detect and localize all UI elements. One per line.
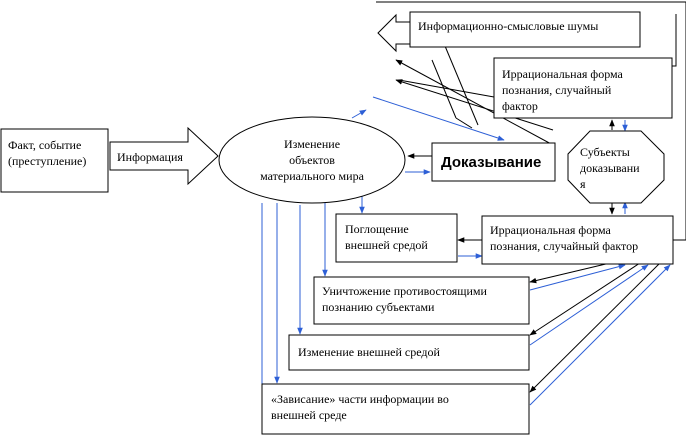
destruction-line-1: Уничтожение противостоящими [322, 284, 488, 298]
subjects-line-1: Субъекты [580, 145, 630, 159]
destruction-box: Уничтожение противостоящими познанию суб… [313, 276, 530, 325]
connector-blue-to-proving [372, 96, 505, 141]
material-change-ellipse: Изменение объектов материального мира [218, 116, 406, 204]
connector-noise-cross-3 [455, 117, 473, 129]
proving-box: Доказывание [431, 142, 556, 182]
hanging-box: «Зависание» части информации во внешней … [261, 383, 530, 435]
connector-hanging-to-irr [529, 264, 671, 406]
material-change-line-2: объектов [289, 153, 335, 167]
noise-box: Информационно-смысловые шумы [377, 11, 641, 53]
hanging-line-2: внешней среде [271, 408, 347, 422]
material-change-line-1: Изменение [284, 137, 340, 151]
information-arrow: Информация [109, 126, 219, 186]
fact-box-line-1: Факт, событие [8, 138, 81, 152]
connector-destruction-to-irr [529, 263, 626, 291]
connector-subjects-to-noise-2 [395, 79, 554, 131]
information-arrow-label: Информация [117, 150, 183, 164]
absorption-line-2: внешней средой [345, 238, 428, 252]
hanging-line-1: «Зависание» части информации во [271, 392, 449, 406]
connector-env-to-irr [529, 264, 649, 346]
connector-irr-to-destruction [529, 262, 611, 284]
subjects-line-3: я [580, 177, 586, 191]
connector-material-to-noise [351, 109, 367, 119]
connector-noise-cross-1 [431, 59, 457, 119]
subjects-line-2: доказывани [580, 161, 640, 175]
destruction-line-2: познанию субъектами [322, 300, 435, 314]
absorption-line-1: Поглощение [345, 222, 409, 236]
irrational-top-line-3: фактор [502, 99, 538, 113]
subjects-octagon: Субъекты доказывани я [567, 130, 665, 204]
connector-irr-top-left [398, 79, 495, 98]
irrational-mid-line-1: Иррациональная форма [490, 223, 612, 237]
env-change-box: Изменение внешней средой [288, 334, 530, 371]
fact-box: Факт, событие (преступление) [0, 128, 109, 193]
irrational-mid-box: Иррациональная форма познания, случайный… [481, 215, 674, 265]
connector-irr-to-env [529, 262, 641, 336]
noise-out-arrow [377, 13, 411, 53]
absorption-box: Поглощение внешней средой [335, 213, 458, 263]
irrational-top-line-1: Иррациональная форма [502, 67, 624, 81]
irrational-mid-line-2: познания, случайный фактор [490, 239, 638, 253]
connector-irr-to-hanging [529, 262, 661, 393]
irrational-top-box: Иррациональная форма познания, случайный… [493, 57, 673, 119]
connector-subjects-to-noise-1 [395, 59, 554, 146]
material-change-line-3: материального мира [260, 169, 364, 183]
connector-noise-cross-2 [444, 45, 479, 126]
proving-label: Доказывание [441, 154, 541, 171]
irrational-top-line-2: познания, случайный [502, 83, 612, 97]
env-change-label: Изменение внешней средой [298, 345, 440, 359]
fact-box-line-2: (преступление) [8, 154, 86, 168]
noise-label: Информационно-смысловые шумы [418, 19, 598, 33]
